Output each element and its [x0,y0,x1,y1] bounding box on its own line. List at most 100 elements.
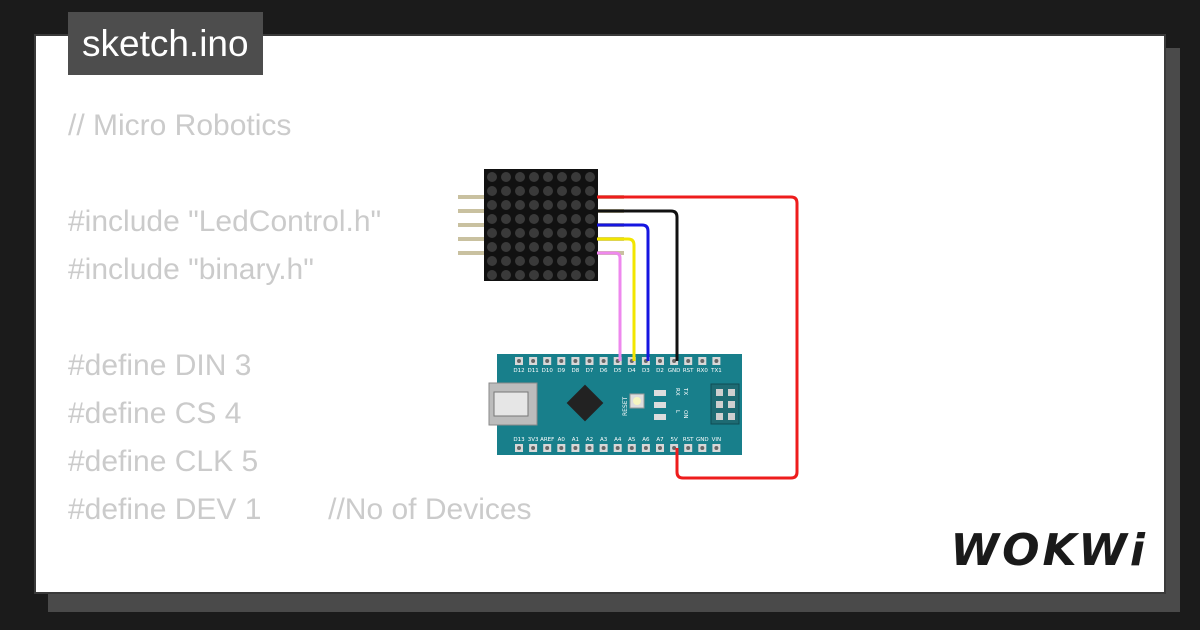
bottom-pin-center [686,446,691,450]
code-line: #define CLK 5 [68,445,259,478]
matrix-led [571,214,581,224]
matrix-led [529,172,539,182]
code-editor: // Micro Robotics#include "LedControl.h"… [68,102,676,592]
matrix-led [529,214,539,224]
led-on [654,414,666,420]
nano-board [497,354,742,455]
matrix-led [543,186,553,196]
matrix-led [515,256,525,266]
icsp-pin [716,389,723,396]
matrix-led [501,228,511,238]
matrix-led [487,200,497,210]
icsp-pin [716,401,723,408]
file-tab-label: sketch.ino [82,23,249,64]
matrix-led [557,172,567,182]
preview-card: // Micro Robotics#include "LedControl.h"… [34,34,1166,594]
top-pin-center [686,359,691,363]
top-pin-label: D3 [642,368,650,374]
matrix-led [557,200,567,210]
matrix-led [585,200,595,210]
matrix-led [501,256,511,266]
code-line: #include "binary.h" [68,253,314,286]
led-matrix[interactable] [484,169,598,281]
wires [597,195,799,480]
code-line: LedControl lc=LedControl(DIN,CLK,CS,DEV)… [68,582,676,592]
top-pin-center [587,359,592,363]
matrix-led [543,172,553,182]
yellow-wire[interactable] [597,237,636,361]
top-pin-label: RST [683,368,694,374]
matrix-led [585,242,595,252]
bottom-pin-center [714,446,719,450]
microcontroller-chip [566,384,604,422]
top-pin-label: D10 [542,368,554,374]
top-pin-label: D12 [513,368,524,374]
matrix-led [557,256,567,266]
matrix-led [501,242,511,252]
bottom-pin-center [573,446,578,450]
matrix-led [529,200,539,210]
blue-wire[interactable] [597,223,650,361]
matrix-pin-left [458,223,484,227]
top-pin-label: GND [668,368,681,374]
icsp-pins [716,389,735,420]
matrix-led [543,256,553,266]
matrix-led [543,228,553,238]
top-pin-center [545,359,550,363]
bottom-pin-label: A7 [656,437,664,443]
matrix-led [487,228,497,238]
matrix-led [529,228,539,238]
matrix-pin-left [458,195,484,199]
red-wire[interactable] [597,195,799,480]
led-tx [654,390,666,396]
top-pin-center [531,359,536,363]
matrix-led [543,214,553,224]
bottom-pin-label: VIN [712,437,722,443]
reset-button-cap [633,397,641,405]
matrix-led [515,214,525,224]
matrix-led [543,270,553,280]
matrix-led [515,172,525,182]
bottom-pin-center [700,446,705,450]
bottom-pin-label: A2 [586,437,593,443]
icsp-pin [728,389,735,396]
bottom-pin-label: A1 [572,437,579,443]
top-pin-center [559,359,564,363]
matrix-led [501,172,511,182]
top-pin-center [700,359,705,363]
matrix-led [501,186,511,196]
bottom-pin-label: 3V3 [528,437,539,443]
code-line: // Micro Robotics [68,109,292,142]
matrix-led [501,214,511,224]
matrix-led [543,242,553,252]
top-pin-label: D11 [527,368,538,374]
bottom-pin-center [587,446,592,450]
top-pin-center [601,359,606,363]
bottom-pin-label: A3 [600,437,608,443]
bottom-pin-center [658,446,662,450]
matrix-led [501,270,511,280]
matrix-led [557,270,567,280]
pink-wire[interactable] [597,251,622,361]
top-pin-center [573,359,578,363]
reset-label: RESET [622,396,629,416]
led-label: TX [682,387,688,395]
bottom-pin-center [559,446,564,450]
matrix-led [515,200,525,210]
top-pin-label: D7 [586,368,594,374]
matrix-led [557,214,567,224]
matrix-led [585,186,595,196]
bottom-pin-center [672,446,677,450]
file-tab[interactable]: sketch.ino [68,12,263,75]
code-line: #define DEV 1 //No of Devices [68,493,532,526]
top-pin-label: TX1 [710,368,722,374]
black-wire[interactable] [597,209,679,361]
top-pin-label: D4 [628,368,636,374]
matrix-led [571,228,581,238]
top-pin-label: D2 [656,368,664,374]
matrix-led [557,186,567,196]
bottom-pin-center [601,446,606,450]
